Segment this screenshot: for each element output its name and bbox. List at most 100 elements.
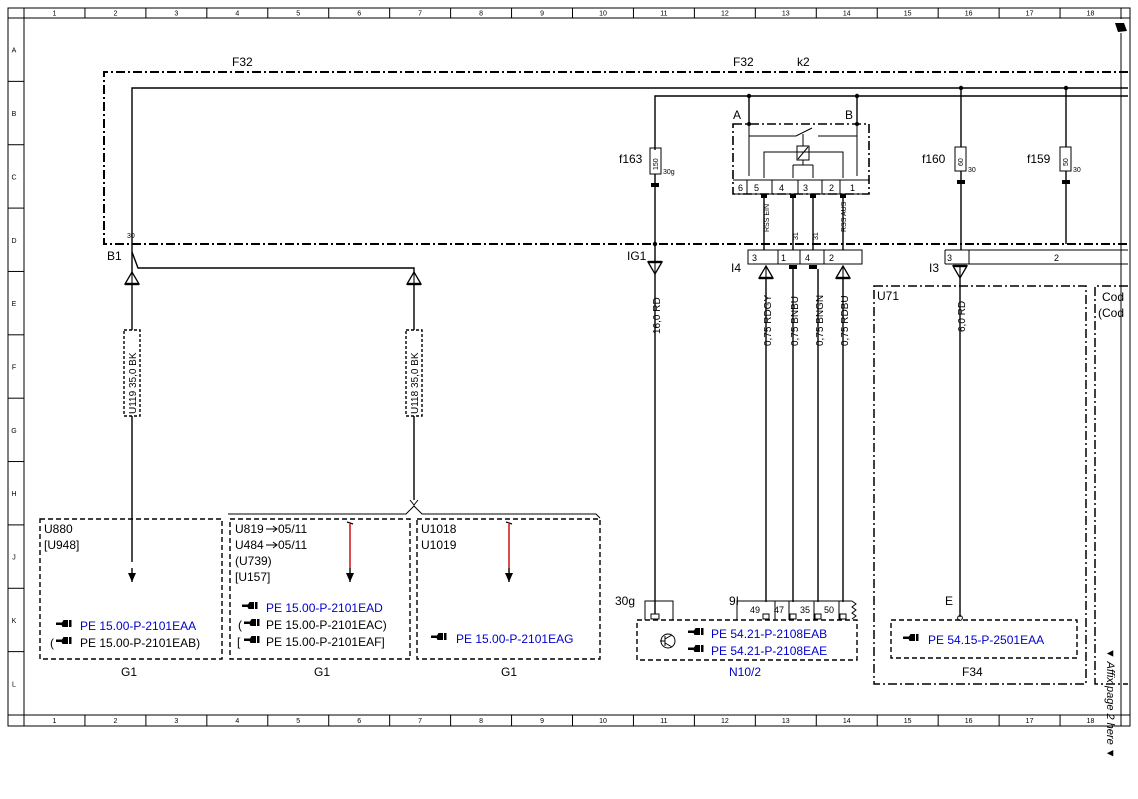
relay-pin31-a: 31 — [793, 232, 800, 240]
connector-arrow-down-icon — [646, 260, 664, 276]
ref-link-2101eaa[interactable]: PE 15.00-P-2101EAA — [80, 619, 196, 633]
affix-note: ▼ Affix page 2 here ▼ — [1104, 648, 1116, 759]
grid-column-label: 12 — [721, 718, 729, 725]
relay-pin-number: 3 — [803, 183, 808, 193]
arrow-down-icon — [345, 567, 355, 583]
box2-line2-ref: 05/11 — [278, 538, 307, 552]
hand-pointer-icon — [903, 634, 919, 641]
hand-pointer-icon — [244, 636, 260, 643]
grid-column-label: 15 — [904, 718, 912, 725]
box-u819 — [229, 518, 411, 660]
box2-ref2: PE 15.00-P-2101EAC) — [266, 618, 387, 632]
grid-column-label: 6 — [357, 718, 361, 725]
box2-line1: U819 — [235, 522, 264, 536]
fuse-terminal — [651, 183, 659, 187]
page-corner-icon — [1115, 23, 1127, 32]
grid-row-label: K — [12, 618, 17, 625]
relay-label-b: B — [845, 108, 853, 122]
grid-column-label: 10 — [599, 11, 607, 18]
i4-pin: 1 — [781, 253, 786, 263]
box2-line1-ref: 05/11 — [278, 522, 307, 536]
bus-wire-top — [131, 87, 1128, 244]
connector-terminal — [789, 265, 797, 269]
relay-coil-leads — [793, 134, 813, 166]
i3-pin: 3 — [947, 253, 952, 263]
relay-pin-number: 2 — [829, 183, 834, 193]
n10-30g-terminal — [650, 613, 660, 620]
ref-link-2101ead[interactable]: PE 15.00-P-2101EAD — [266, 601, 383, 615]
f159-term: 30 — [1073, 167, 1081, 174]
n10-30g-socket — [644, 600, 674, 620]
grid-column-label: 9 — [540, 718, 544, 725]
grid-column-label: 17 — [1026, 718, 1034, 725]
f160-term: 30 — [968, 167, 976, 174]
n10-module-box — [636, 619, 858, 661]
i3-label: I3 — [929, 261, 939, 275]
grid-column-label: 4 — [235, 718, 239, 725]
ref-link-2108eae[interactable]: PE 54.21-P-2108EAE — [711, 644, 827, 658]
box3-line1: U1018 — [421, 522, 457, 536]
junction-dot — [958, 85, 964, 91]
f34-footer: F34 — [962, 665, 983, 679]
wire-bnbu-label: 0,75 BNBU — [790, 296, 801, 346]
grid-row-label: H — [11, 491, 16, 498]
grid-row-label: F — [12, 365, 16, 372]
arrow-right-icon — [266, 541, 278, 549]
n10-terminal — [839, 613, 847, 620]
grid-column-label: 10 — [599, 718, 607, 725]
f160-name: f160 — [922, 152, 946, 166]
n10-terminal — [814, 613, 822, 620]
f163-term: 30g — [663, 169, 675, 176]
connector-terminal — [809, 265, 817, 269]
connector-arrow-up-icon — [757, 264, 775, 280]
cut-off-box — [1094, 285, 1128, 685]
transistor-icon-lines — [660, 634, 673, 648]
relay-terminal — [761, 194, 767, 198]
relay-rss-ein: RSS EIN — [764, 204, 771, 232]
grid-column-label: 16 — [965, 718, 973, 725]
n10-30g-label: 30g — [615, 594, 635, 608]
grid-column-label: 1 — [53, 11, 57, 18]
box2-ref3-open: [ — [237, 635, 241, 649]
wire-6rd-label: 6,0 RD — [957, 301, 968, 332]
grid-row-label: J — [12, 555, 16, 562]
box2-ref3: PE 15.00-P-2101EAF] — [266, 635, 385, 649]
ref-link-2101eag[interactable]: PE 15.00-P-2101EAG — [456, 632, 573, 646]
arrow-down-icon — [127, 567, 137, 583]
b1-split-wire — [131, 244, 415, 276]
n10-9i-label: 9I — [729, 594, 739, 608]
grid-column-label: 13 — [782, 718, 790, 725]
relay-coil-slash — [797, 146, 809, 160]
relay-contact — [749, 127, 857, 137]
arrow-right-icon — [266, 525, 278, 533]
junction-dot — [652, 241, 658, 247]
connector-arrow-up-icon — [405, 270, 423, 286]
grid-column-label: 3 — [174, 718, 178, 725]
relay-pin-number: 5 — [754, 183, 759, 193]
grid-row-label: C — [11, 174, 16, 181]
u71-outline — [873, 285, 1087, 685]
fuse-terminal — [1062, 180, 1070, 184]
i4-pin: 3 — [752, 253, 757, 263]
k2-label: k2 — [797, 55, 810, 69]
grid-row-label: D — [11, 238, 16, 245]
ref-link-2108eab[interactable]: PE 54.21-P-2108EAB — [711, 627, 827, 641]
grid-column-label: 1 — [53, 718, 57, 725]
grid-column-label: 8 — [479, 11, 483, 18]
u71-label: U71 — [877, 289, 899, 303]
grid-column-label: 6 — [357, 11, 361, 18]
connector-arrow-up-icon — [123, 270, 141, 286]
n10-connector-zigzag — [851, 600, 857, 620]
wire-rdbu-label: 0,75 RDBU — [840, 295, 851, 346]
i3-pin: 2 — [1054, 253, 1059, 263]
n10-terminal — [762, 613, 770, 620]
f163-rating: 150 — [653, 158, 660, 170]
brace-bracket — [228, 505, 601, 519]
ref-link-2501eaa[interactable]: PE 54.15-P-2501EAA — [928, 633, 1044, 647]
wire-rdgy-label: 0,75 RDGY — [763, 295, 774, 346]
hand-pointer-icon — [431, 633, 447, 640]
grid-column-label: 13 — [782, 11, 790, 18]
grid-column-label: 12 — [721, 11, 729, 18]
